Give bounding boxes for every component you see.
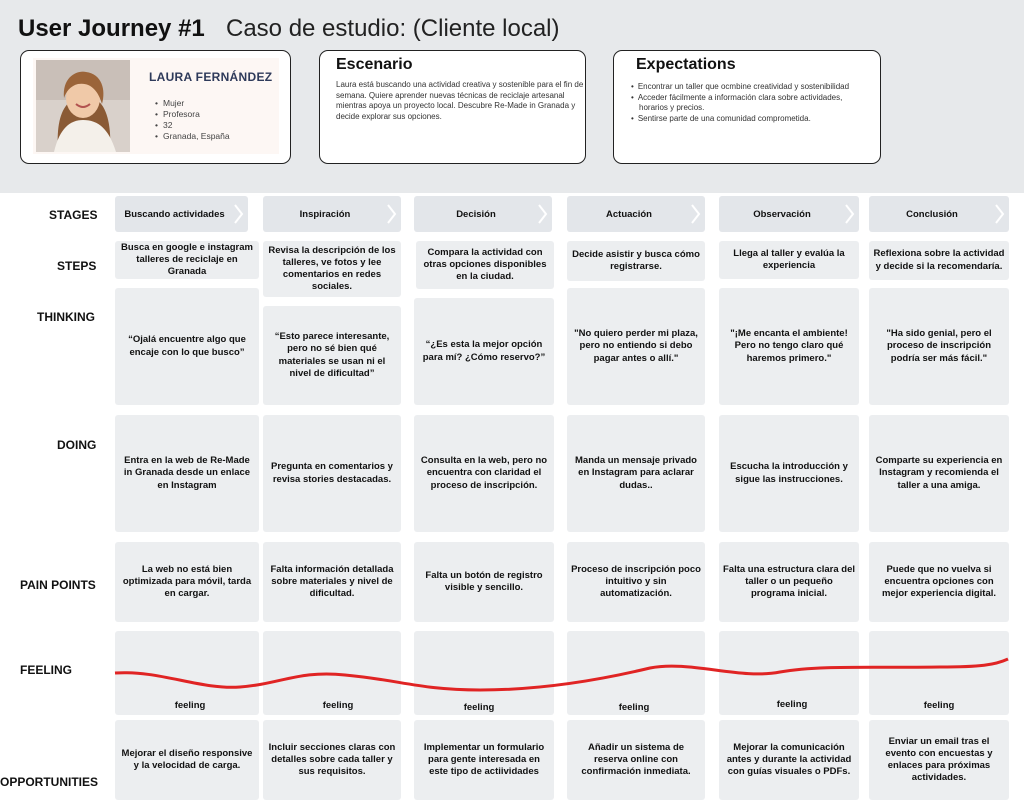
page-title: User Journey #1 xyxy=(18,15,205,42)
stage-label: Actuación xyxy=(606,208,652,220)
step-cell: Reflexiona sobre la actividad y decide s… xyxy=(869,241,1009,280)
opportunity-cell: Enviar un email tras el evento con encue… xyxy=(869,720,1009,800)
stage-label: Decisión xyxy=(456,208,496,220)
pain-point-cell: La web no está bien optimizada para móvi… xyxy=(115,542,259,622)
expectation-item: Acceder fácilmente a información clara s… xyxy=(630,93,850,114)
stage-label: Conclusión xyxy=(906,208,958,220)
feeling-label: feeling xyxy=(322,700,354,711)
page-subtitle: Caso de estudio: (Cliente local) xyxy=(226,15,560,42)
stage-actuacion: Actuación xyxy=(567,196,705,232)
feeling-label: feeling xyxy=(776,699,808,710)
opportunity-cell: Incluir secciones claras con detalles so… xyxy=(263,720,401,800)
persona-occupation: Profesora xyxy=(155,109,230,120)
doing-cell: Pregunta en comentarios y revisa stories… xyxy=(263,415,401,532)
row-label-feeling: FEELING xyxy=(20,663,73,677)
persona-panel: LAURA FERNÁNDEZ Mujer Profesora 32 Grana… xyxy=(33,58,279,154)
step-cell: Llega al taller y evalúa la experiencia xyxy=(719,241,859,279)
scenario-text: Laura está buscando una actividad creati… xyxy=(336,80,584,121)
persona-age: 32 xyxy=(155,120,230,131)
thinking-cell: "¡Me encanta el ambiente! Pero no tengo … xyxy=(719,288,859,405)
pain-point-cell: Puede que no vuelva si encuentra opcione… xyxy=(869,542,1009,622)
row-label-opportunities: OPPORTUNITIES xyxy=(0,775,99,789)
row-label-thinking: THINKING xyxy=(37,310,95,324)
expectation-item: Sentirse parte de una comunidad comprome… xyxy=(630,114,850,125)
feeling-label: feeling xyxy=(923,700,955,711)
thinking-cell: “Ojalá encuentre algo que encaje con lo … xyxy=(115,288,259,405)
chevron-right-icon xyxy=(845,204,855,224)
pain-point-cell: Proceso de inscripción poco intuitivo y … xyxy=(567,542,705,622)
pain-point-cell: Falta un botón de registro visible y sen… xyxy=(414,542,554,622)
row-label-steps: STEPS xyxy=(57,259,97,273)
pain-point-cell: Falta información detallada sobre materi… xyxy=(263,542,401,622)
opportunity-cell: Implementar un formulario para gente int… xyxy=(414,720,554,800)
scenario-title: Escenario xyxy=(336,56,413,73)
step-cell: Revisa la descripción de los talleres, v… xyxy=(263,241,401,297)
persona-location: Granada, España xyxy=(155,131,230,142)
row-label-pain-points: PAIN POINTS xyxy=(20,578,96,592)
stage-label: Inspiración xyxy=(299,208,351,220)
expectations-list: Encontrar un taller que ocmbine creativi… xyxy=(630,82,850,124)
thinking-cell: “¿Es esta la mejor opción para mí? ¿Cómo… xyxy=(414,298,554,405)
chevron-right-icon xyxy=(538,204,548,224)
feeling-label: feeling xyxy=(463,702,495,713)
persona-card: LAURA FERNÁNDEZ Mujer Profesora 32 Grana… xyxy=(20,50,291,164)
step-cell: Busca en google e instagram talleres de … xyxy=(115,241,259,279)
row-label-doing: DOING xyxy=(57,438,97,452)
thinking-cell: “Esto parece interesante, pero no sé bie… xyxy=(263,306,401,405)
step-cell: Decide asistir y busca cómo registrarse. xyxy=(567,241,705,281)
expectations-card: Expectations Encontrar un taller que ocm… xyxy=(613,50,881,164)
feeling-label: feeling xyxy=(618,702,650,713)
doing-cell: Comparte su experiencia en Instagram y r… xyxy=(869,415,1009,532)
doing-cell: Entra en la web de Re-Made in Granada de… xyxy=(115,415,259,532)
stage-conclusion: Conclusión xyxy=(869,196,1009,232)
stage-observacion: Observación xyxy=(719,196,859,232)
opportunity-cell: Añadir un sistema de reserva online con … xyxy=(567,720,705,800)
feeling-label: feeling xyxy=(174,700,206,711)
persona-gender: Mujer xyxy=(155,98,230,109)
scenario-card: Escenario Laura está buscando una activi… xyxy=(319,50,586,164)
chevron-right-icon xyxy=(387,204,397,224)
chevron-right-icon xyxy=(234,204,244,224)
thinking-cell: "Ha sido genial, pero el proceso de insc… xyxy=(869,288,1009,405)
chevron-right-icon xyxy=(691,204,701,224)
opportunity-cell: Mejorar la comunicación antes y durante … xyxy=(719,720,859,800)
doing-cell: Manda un mensaje privado en Instagram pa… xyxy=(567,415,705,532)
stage-buscando: Buscando actividades xyxy=(115,196,248,232)
doing-cell: Consulta en la web, pero no encuentra co… xyxy=(414,415,554,532)
opportunity-cell: Mejorar el diseño responsive y la veloci… xyxy=(115,720,259,800)
stage-inspiracion: Inspiración xyxy=(263,196,401,232)
thinking-cell: "No quiero perder mi plaza, pero no enti… xyxy=(567,288,705,405)
persona-avatar xyxy=(36,60,130,152)
stage-label: Observación xyxy=(753,208,811,220)
stage-decision: Decisión xyxy=(414,196,552,232)
expectations-title: Expectations xyxy=(636,56,736,73)
persona-name: LAURA FERNÁNDEZ xyxy=(149,70,273,84)
doing-cell: Escucha la introducción y sigue las inst… xyxy=(719,415,859,532)
expectation-item: Encontrar un taller que ocmbine creativi… xyxy=(630,82,850,93)
row-label-stages: STAGES xyxy=(49,208,98,222)
persona-details: Mujer Profesora 32 Granada, España xyxy=(155,98,230,142)
pain-point-cell: Falta una estructura clara del taller o … xyxy=(719,542,859,622)
chevron-right-icon xyxy=(995,204,1005,224)
step-cell: Compara la actividad con otras opciones … xyxy=(416,241,554,289)
stage-label: Buscando actividades xyxy=(124,208,225,220)
